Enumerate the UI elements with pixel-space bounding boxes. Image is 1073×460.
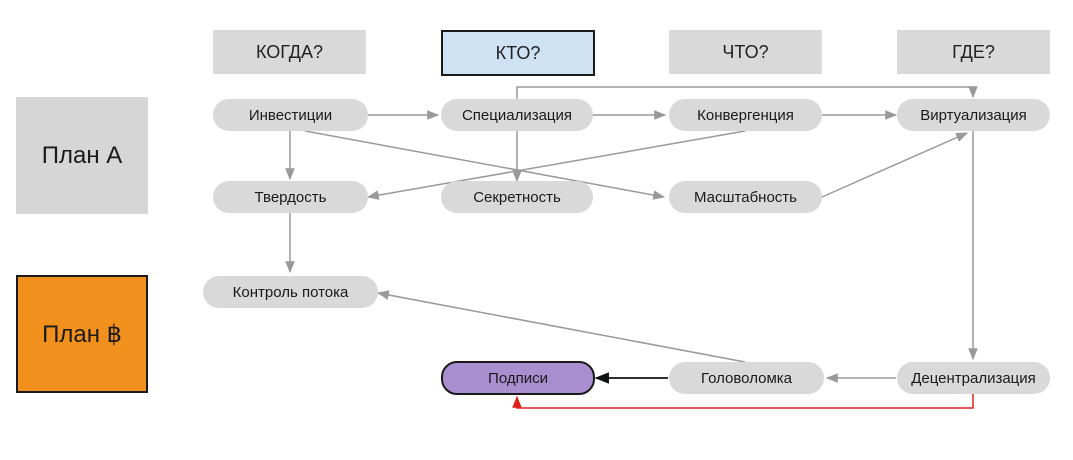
node-secrecy: Секретность [441,181,593,213]
node-secrecy-label: Секретность [473,188,561,206]
node-virtualization-label: Виртуализация [920,106,1027,124]
edge-scalability-virtualization [821,132,969,198]
header-who-label: КТО? [495,42,541,63]
node-flow-control-label: Контроль потока [232,283,349,301]
node-convergence: Конвергенция [669,99,822,131]
plan-a-label: План А [41,141,123,169]
node-signatures-label: Подписи [488,369,548,387]
header-what: ЧТО? [669,30,822,74]
plan-b-label: План ฿ [42,320,122,348]
header-where-label: ГДЕ? [952,41,995,62]
header-when-label: КОГДА? [255,41,324,62]
node-investments-label: Инвестиции [248,106,333,124]
node-virtualization: Виртуализация [897,99,1050,131]
node-investments: Инвестиции [213,99,368,131]
node-signatures: Подписи [441,361,595,395]
node-specialization: Специализация [441,99,593,131]
node-decentralization-label: Децентрализация [911,369,1036,387]
node-hardness: Твердость [213,181,368,213]
edge-decentralization-signatures-red [512,394,974,409]
node-puzzle: Головоломка [669,362,824,394]
header-where: ГДЕ? [897,30,1050,74]
node-puzzle-label: Головоломка [700,369,793,387]
node-specialization-label: Специализация [461,106,573,124]
header-what-label: ЧТО? [722,41,769,62]
plan-b-box: План ฿ [16,275,148,393]
node-scalability: Масштабность [669,181,822,213]
node-flow-control: Контроль потока [203,276,378,308]
node-hardness-label: Твердость [254,188,327,206]
node-scalability-label: Масштабность [694,188,797,206]
header-when: КОГДА? [213,30,366,74]
node-convergence-label: Конвергенция [697,106,794,124]
node-decentralization: Децентрализация [897,362,1050,394]
edge-puzzle-flowcontrol [376,290,746,363]
edge-specialization-virtualization-top [516,86,978,99]
header-who: КТО? [441,30,595,76]
plan-a-box: План А [16,97,148,214]
